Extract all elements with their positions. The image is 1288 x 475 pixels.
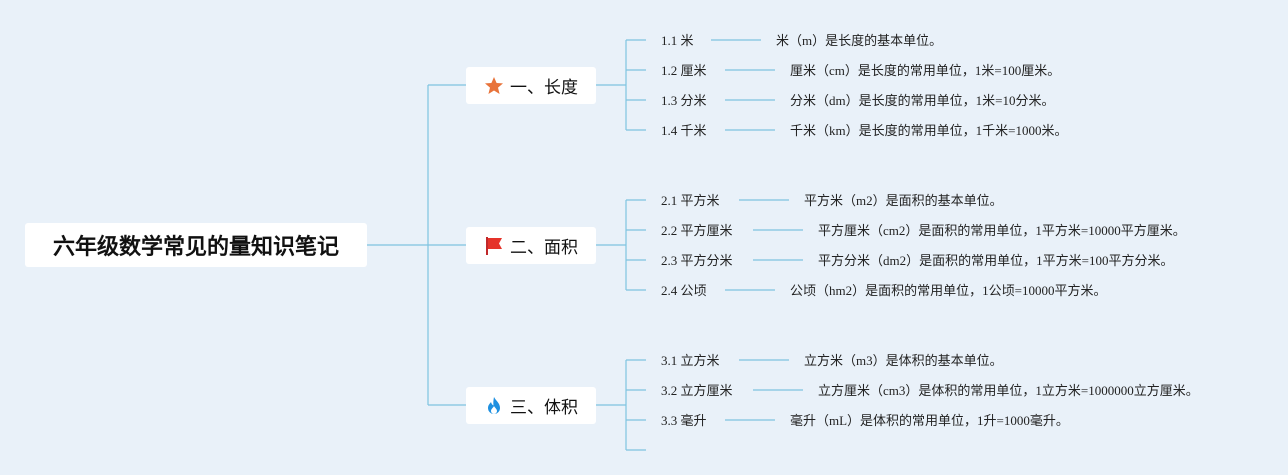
flag-icon bbox=[484, 236, 504, 256]
leaf-note[interactable]: 公顷（hm2）是面积的常用单位，1公顷=10000平方米。 bbox=[790, 283, 1107, 298]
leaf-note[interactable]: 平方分米（dm2）是面积的常用单位，1平方米=100平方分米。 bbox=[818, 253, 1174, 268]
root-topic[interactable]: 六年级数学常见的量知识笔记 bbox=[25, 223, 367, 267]
leaf-item[interactable]: 3.3 毫升 bbox=[661, 413, 707, 428]
leaf-note[interactable]: 平方米（m2）是面积的基本单位。 bbox=[804, 193, 1003, 208]
leaf-note[interactable]: 分米（dm）是长度的常用单位，1米=10分米。 bbox=[790, 93, 1055, 108]
leaf-item[interactable]: 3.1 立方米 bbox=[661, 353, 720, 368]
root-title: 六年级数学常见的量知识笔记 bbox=[52, 235, 339, 260]
leaf-note[interactable]: 米（m）是长度的基本单位。 bbox=[776, 33, 943, 48]
branch-volume[interactable]: 三、体积 bbox=[466, 387, 596, 424]
leaf-note[interactable]: 厘米（cm）是长度的常用单位，1米=100厘米。 bbox=[790, 63, 1061, 78]
leaf-note[interactable]: 毫升（mL）是体积的常用单位，1升=1000毫升。 bbox=[790, 413, 1069, 428]
branch-label: 三、体积 bbox=[510, 398, 578, 418]
branch-length[interactable]: 一、长度 bbox=[466, 67, 596, 104]
leaf-note[interactable]: 平方厘米（cm2）是面积的常用单位，1平方米=10000平方厘米。 bbox=[818, 223, 1186, 238]
fire-icon bbox=[484, 396, 504, 416]
branch-label: 二、面积 bbox=[510, 238, 578, 258]
leaf-note[interactable]: 千米（km）是长度的常用单位，1千米=1000米。 bbox=[790, 123, 1068, 138]
leaf-item[interactable]: 1.1 米 bbox=[661, 33, 694, 48]
leaf-note[interactable]: 立方米（m3）是体积的基本单位。 bbox=[804, 353, 1003, 368]
branch-label: 一、长度 bbox=[510, 78, 578, 98]
leaf-item[interactable]: 2.3 平方分米 bbox=[661, 253, 733, 268]
leaf-note[interactable]: 立方厘米（cm3）是体积的常用单位，1立方米=1000000立方厘米。 bbox=[818, 383, 1199, 398]
leaf-item[interactable]: 1.4 千米 bbox=[661, 123, 707, 138]
leaf-item[interactable]: 2.2 平方厘米 bbox=[661, 223, 733, 238]
star-icon bbox=[484, 76, 504, 96]
leaf-item[interactable]: 1.3 分米 bbox=[661, 93, 707, 108]
leaf-item[interactable]: 2.4 公顷 bbox=[661, 283, 707, 298]
leaf-item[interactable]: 3.2 立方厘米 bbox=[661, 383, 733, 398]
branch-area[interactable]: 二、面积 bbox=[466, 227, 596, 264]
leaf-item[interactable]: 1.2 厘米 bbox=[661, 63, 707, 78]
leaf-item[interactable]: 2.1 平方米 bbox=[661, 193, 720, 208]
